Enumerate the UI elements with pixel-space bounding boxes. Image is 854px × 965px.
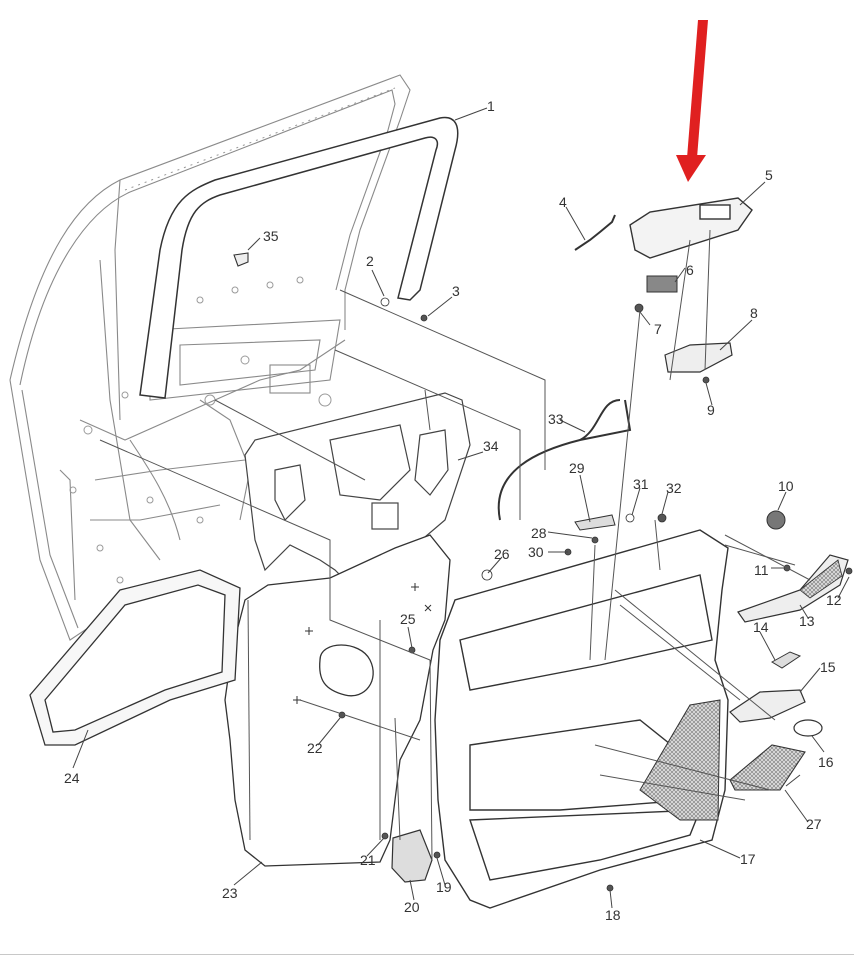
sound-barrier-part [224,534,451,867]
callout-3: 3 [452,283,460,299]
handle-13-part [737,554,849,623]
callout-16: 16 [818,754,834,770]
callout-2: 2 [366,253,374,269]
callout-8: 8 [750,305,758,321]
cap-16-part [793,719,823,737]
grille-27-part [729,744,806,791]
knob-10-part [766,510,786,530]
callout-20: 20 [404,899,420,915]
bracket-20-part [391,829,433,883]
bracket-29-part [574,514,616,531]
callout-14: 14 [753,619,769,635]
harness-4-part [574,214,616,251]
callout-29: 29 [569,460,585,476]
frame-holes [69,276,332,584]
harness-33-part [497,399,632,521]
seal-part [29,569,241,746]
callout-4: 4 [559,194,567,210]
callout-21: 21 [360,852,376,868]
callout-11: 11 [754,562,769,578]
clip-35-part [233,252,249,267]
window-channel-part [139,116,459,399]
assembly-lines [99,229,811,861]
callout-35: 35 [263,228,279,244]
pull-cup-part [664,342,733,373]
callout-31: 31 [633,476,649,492]
callout-12: 12 [826,592,842,608]
callout-32: 32 [666,480,682,496]
door-inner-frame [9,74,411,641]
highlight-arrow [676,20,708,182]
callout-6: 6 [686,262,694,278]
fasteners [338,297,853,892]
callout-7: 7 [654,321,662,337]
callout-15: 15 [820,659,836,675]
module-panel-part [244,392,471,586]
bezel-15-part [729,689,806,723]
leader-lines [72,107,850,909]
speaker-grille [639,699,721,821]
callout-10: 10 [778,478,794,494]
callout-19: 19 [436,879,452,895]
trim-panel-part [434,529,729,909]
callout-22: 22 [307,740,323,756]
callout-33: 33 [548,411,564,427]
callout-34: 34 [483,438,499,454]
alignment-marks [293,583,432,704]
callout-17: 17 [740,851,756,867]
clip-14-part [771,651,802,669]
callout-1: 1 [487,98,495,114]
switch-bezel-part [629,197,753,259]
callout-26: 26 [494,546,510,562]
callout-25: 25 [400,611,416,627]
callout-18: 18 [605,907,621,923]
callout-30: 30 [528,544,544,560]
grille-12-part [799,559,843,599]
callout-28: 28 [531,525,547,541]
callout-23: 23 [222,885,238,901]
callout-24: 24 [64,770,80,786]
callout-13: 13 [799,613,815,629]
callout-5: 5 [765,167,773,183]
callout-9: 9 [707,402,715,418]
callout-27: 27 [806,816,822,832]
page-bottom-rule [0,954,854,955]
switch-6-part [646,275,678,293]
